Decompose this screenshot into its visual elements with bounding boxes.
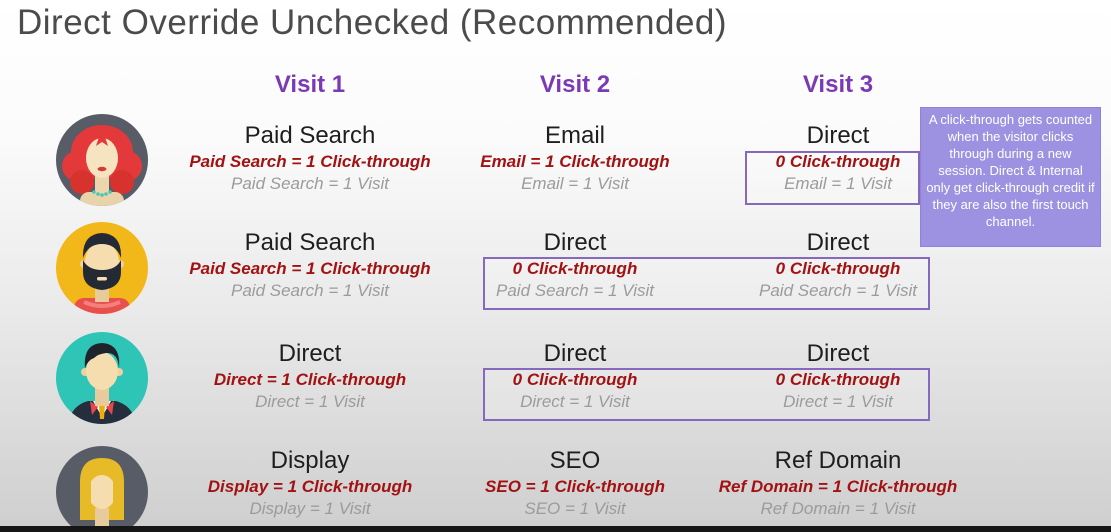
visit-credit: Direct = 1 Visit — [255, 392, 365, 411]
click-through-note: A click-through gets counted when the vi… — [920, 107, 1101, 247]
channel-name: Direct — [278, 340, 342, 367]
cell-row2-visit2: Direct 0 Click-through Paid Search = 1 V… — [435, 228, 715, 302]
channel-name: Ref Domain — [774, 447, 902, 474]
channel-name: Direct — [806, 340, 870, 367]
cell-row1-visit3: Direct 0 Click-through Email = 1 Visit — [698, 121, 978, 195]
column-header-visit-3: Visit 3 — [802, 71, 874, 98]
red-haired-woman-avatar — [56, 114, 148, 206]
channel-name: Paid Search — [244, 122, 376, 149]
highlight-box-row2-visit2-3 — [483, 257, 930, 310]
cell-row3-visit2: Direct 0 Click-through Direct = 1 Visit — [435, 339, 715, 413]
visit-credit: Paid Search = 1 Visit — [231, 281, 389, 300]
click-through-credit: 0 Click-through — [775, 370, 901, 389]
visit-credit: Ref Domain = 1 Visit — [760, 499, 916, 518]
visit-credit: Paid Search = 1 Visit — [759, 281, 917, 300]
channel-name: Paid Search — [244, 229, 376, 256]
suit-man-avatar — [56, 332, 148, 424]
visit-credit: Email = 1 Visit — [521, 174, 629, 193]
channel-name: Direct — [543, 229, 607, 256]
visit-credit: Display = 1 Visit — [249, 499, 371, 518]
cell-row4-visit2: SEO SEO = 1 Click-through SEO = 1 Visit — [435, 446, 715, 520]
cell-row4-visit1: Display Display = 1 Click-through Displa… — [170, 446, 450, 520]
cell-row4-visit3: Ref Domain Ref Domain = 1 Click-through … — [698, 446, 978, 520]
visit-credit: Email = 1 Visit — [784, 174, 892, 193]
blonde-woman-avatar — [56, 446, 148, 532]
highlight-box-row3-visit2-3 — [483, 368, 930, 421]
visit-credit: Direct = 1 Visit — [783, 392, 893, 411]
click-through-credit: 0 Click-through — [775, 152, 901, 171]
click-through-credit: Email = 1 Click-through — [480, 152, 670, 171]
click-through-credit: SEO = 1 Click-through — [485, 477, 665, 496]
click-through-credit: 0 Click-through — [512, 370, 638, 389]
channel-name: Direct — [543, 340, 607, 367]
highlight-box-row1-visit3 — [745, 151, 920, 205]
click-through-credit: Paid Search = 1 Click-through — [189, 259, 431, 278]
bearded-man-avatar — [56, 222, 148, 314]
visit-credit: Paid Search = 1 Visit — [496, 281, 654, 300]
cell-row2-visit1: Paid Search Paid Search = 1 Click-throug… — [170, 228, 450, 302]
video-bottom-bar — [0, 526, 1111, 532]
cell-row3-visit1: Direct Direct = 1 Click-through Direct =… — [170, 339, 450, 413]
channel-name: SEO — [549, 447, 601, 474]
channel-name: Direct — [806, 229, 870, 256]
visit-credit: Direct = 1 Visit — [520, 392, 630, 411]
click-through-credit: 0 Click-through — [775, 259, 901, 278]
channel-name: Direct — [806, 122, 870, 149]
cell-row2-visit3: Direct 0 Click-through Paid Search = 1 V… — [698, 228, 978, 302]
click-through-credit: Ref Domain = 1 Click-through — [718, 477, 958, 496]
slide-title: Direct Override Unchecked (Recommended) — [17, 3, 728, 42]
cell-row1-visit1: Paid Search Paid Search = 1 Click-throug… — [170, 121, 450, 195]
channel-name: Display — [270, 447, 350, 474]
visit-credit: Paid Search = 1 Visit — [231, 174, 389, 193]
click-through-credit: Display = 1 Click-through — [207, 477, 413, 496]
click-through-credit: Direct = 1 Click-through — [213, 370, 407, 389]
column-header-visit-1: Visit 1 — [274, 71, 346, 98]
cell-row1-visit2: Email Email = 1 Click-through Email = 1 … — [435, 121, 715, 195]
visit-credit: SEO = 1 Visit — [524, 499, 626, 518]
click-through-credit: Paid Search = 1 Click-through — [189, 152, 431, 171]
click-through-credit: 0 Click-through — [512, 259, 638, 278]
channel-name: Email — [544, 122, 605, 149]
column-header-visit-2: Visit 2 — [539, 71, 611, 98]
cell-row3-visit3: Direct 0 Click-through Direct = 1 Visit — [698, 339, 978, 413]
